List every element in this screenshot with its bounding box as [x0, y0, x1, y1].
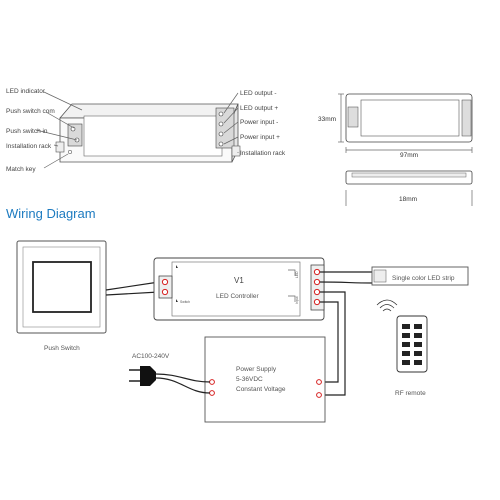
led-strip-label: Single color LED strip — [392, 275, 455, 282]
power-supply-drawing — [204, 336, 326, 423]
ac-wire-neutral — [155, 377, 211, 394]
led-strip-drawing — [371, 266, 469, 286]
dimension-height: 33mm — [318, 116, 336, 123]
power-wire-plus — [320, 301, 339, 383]
dimension-length: 97mm — [400, 152, 418, 159]
label-led-output-plus: LED output + — [240, 105, 278, 112]
label-led-output-minus: LED output - — [240, 90, 277, 97]
push-switch-drawing — [16, 240, 107, 334]
label-led-indicator: LED indicator — [6, 88, 46, 95]
power-wire-minus — [320, 291, 346, 396]
ac-wire-line — [155, 373, 211, 383]
terminal-label-input: Input — [295, 296, 299, 304]
switch-wire-com — [105, 281, 160, 291]
dimension-depth: 18mm — [399, 196, 417, 203]
wiring-diagram-title: Wiring Diagram — [6, 206, 96, 221]
label-match-key: Match key — [6, 166, 36, 173]
label-push-switch-in: Push switch in — [6, 128, 48, 135]
controller-perspective-drawing — [35, 91, 241, 169]
controller-model: V1 — [234, 276, 244, 285]
power-supply-line-1: Power Supply — [236, 366, 277, 373]
led-controller-drawing — [153, 257, 325, 321]
ac-input-label: AC100-240V — [132, 353, 170, 360]
label-push-switch-com: Push switch com — [6, 108, 55, 115]
label-installation-rack-left: Installation rack — [6, 143, 52, 150]
rf-remote-drawing — [376, 299, 428, 373]
switch-wire-in — [105, 291, 160, 296]
label-installation-rack-right: Installation rack — [240, 150, 286, 157]
push-switch-label: Push Switch — [44, 345, 80, 352]
terminal-label-led: LED — [295, 271, 299, 278]
strip-wire-plus — [319, 281, 373, 284]
power-supply-line-3: Constant Voltage — [236, 386, 286, 393]
rf-remote-label: RF remote — [395, 390, 426, 397]
controller-name: LED Controller — [216, 293, 259, 300]
ac-plug-drawing — [129, 366, 156, 386]
power-supply-line-2: 5-36VDC — [236, 376, 263, 383]
label-power-input-plus: Power input + — [240, 134, 280, 141]
dimension-drawing-side-view — [345, 170, 473, 206]
terminal-label-switch: Switch — [180, 300, 190, 304]
dimension-drawing-top-view — [338, 93, 473, 153]
label-power-input-minus: Power input - — [240, 119, 278, 126]
